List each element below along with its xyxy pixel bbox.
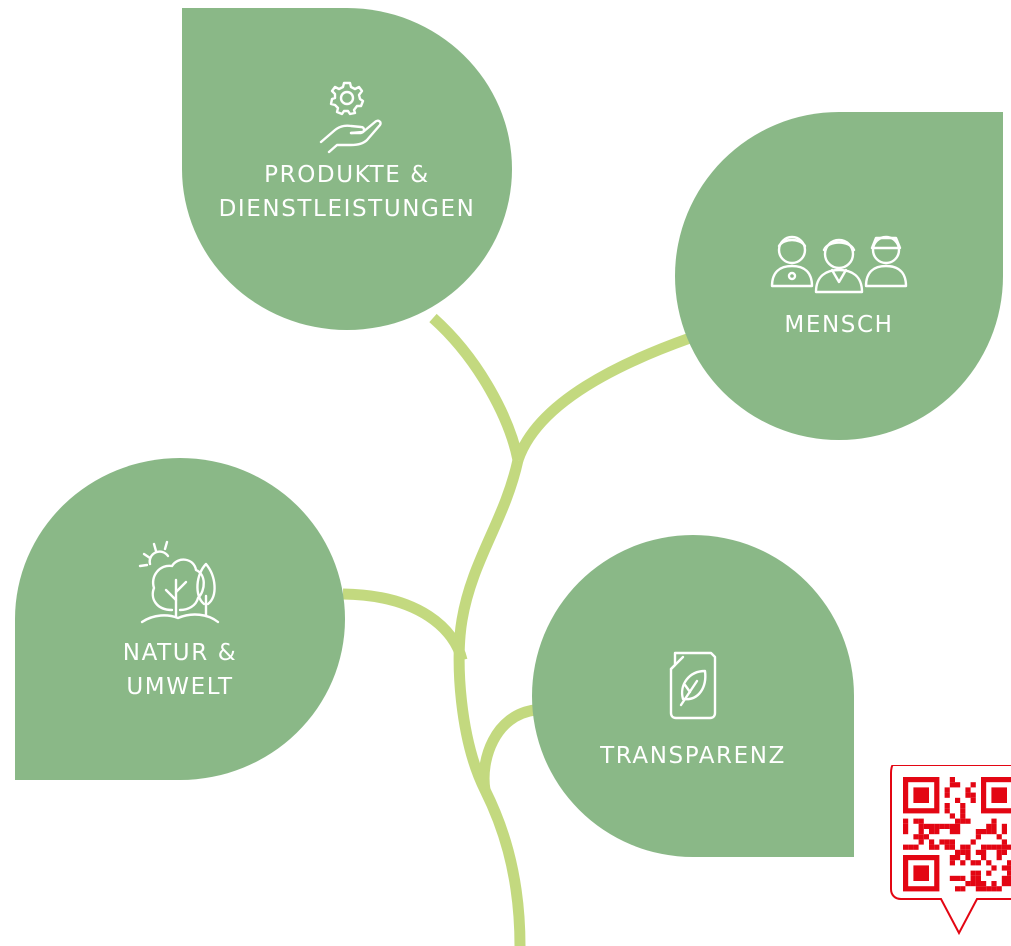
leaf-transparenz: TRANSPARENZ	[532, 535, 854, 857]
branch-natur	[342, 588, 468, 662]
leaf-produkte-dienstleistungen: PRODUKTE & DIENSTLEISTUNGEN	[182, 8, 512, 330]
tree-sun-icon	[138, 540, 220, 624]
branch-produkte	[429, 313, 524, 462]
leaf-label: MENSCH	[784, 312, 894, 338]
qr-code-icon	[903, 777, 1011, 892]
leaf-natur-umwelt: NATUR & UMWELT	[15, 458, 345, 780]
people-group-icon	[770, 235, 908, 294]
branch-transparenz	[478, 704, 537, 791]
leaf-label: PRODUKTE & DIENSTLEISTUNGEN	[218, 162, 476, 222]
leaf-mensch: MENSCH	[675, 112, 1003, 440]
hand-gear-icon	[319, 81, 382, 154]
main-stem	[453, 458, 526, 946]
branch-mensch	[512, 332, 692, 462]
leaf-label: NATUR & UMWELT	[122, 640, 238, 700]
leaf-label: TRANSPARENZ	[600, 743, 786, 769]
qr-code-badge[interactable]	[889, 765, 1011, 935]
leaf-document-icon	[669, 651, 717, 720]
